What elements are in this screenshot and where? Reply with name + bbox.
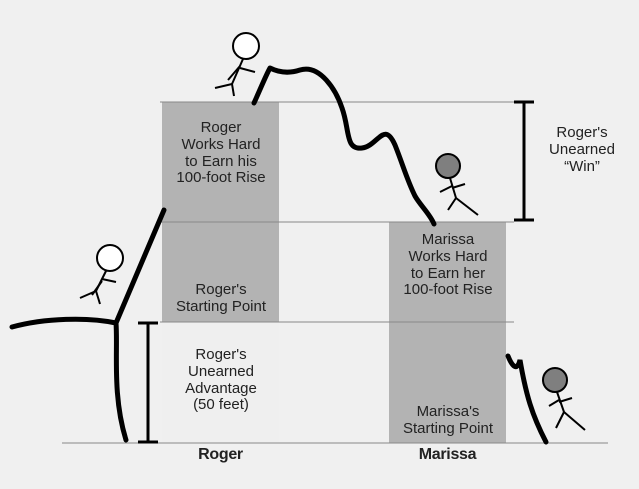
marissa-start-box: [389, 322, 506, 443]
roger-start-box: [162, 222, 279, 322]
terrain-left-cliff: [9, 316, 129, 443]
roger-start-label: Roger's Starting Point: [175, 281, 267, 315]
terrain-right-drop: [505, 353, 549, 445]
win-bracket: [514, 100, 534, 222]
marissa-work-box: [389, 222, 506, 322]
marissa-name-label: Marissa: [418, 446, 477, 463]
roger-advantage-label: Roger's Unearned Advantage (50 feet): [185, 346, 257, 414]
roger-work-box: [162, 102, 279, 222]
marissa-work-label: Marissa Works Hard to Earn her 100-foot …: [403, 231, 493, 299]
terrain-roger-slope: [113, 207, 167, 326]
marissa-figure-bottom: [542, 367, 586, 431]
roger-name-label: Roger: [198, 446, 243, 463]
roger-work-label: Roger Works Hard to Earn his 100-foot Ri…: [176, 119, 266, 187]
roger-figure-climbing: [79, 244, 124, 305]
roger-win-label: Roger's Unearned “Win”: [549, 124, 615, 175]
terrain-hill: [251, 65, 437, 227]
marissa-figure-slope: [435, 153, 479, 216]
roger-advantage-box: [162, 322, 279, 443]
roger-figure-top: [214, 32, 260, 97]
marissa-start-label: Marissa's Starting Point: [402, 403, 494, 437]
advantage-bracket: [138, 321, 158, 444]
